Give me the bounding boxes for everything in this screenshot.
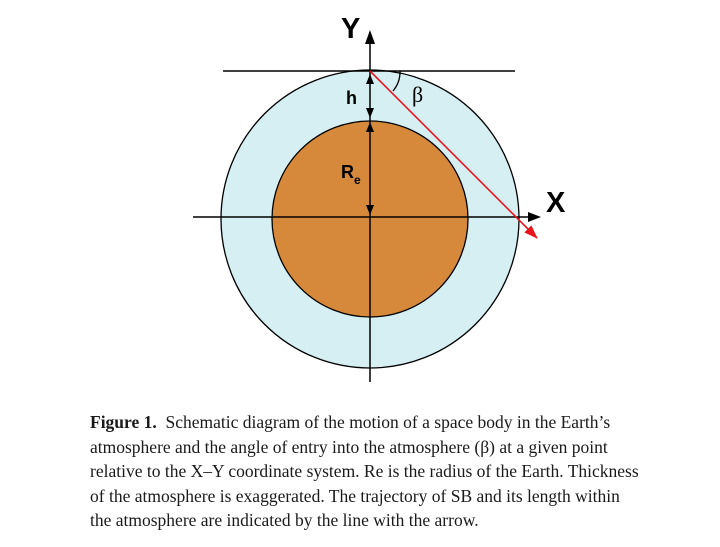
caption-line-2: atmosphere and the angle of entry into t… — [90, 436, 608, 457]
caption-label: Figure 1. — [90, 412, 157, 432]
caption-line-1: Figure 1. Schematic diagram of the motio… — [90, 412, 611, 432]
y-axis-label: Y — [341, 13, 360, 45]
caption-line-5: the atmosphere are indicated by the line… — [90, 510, 479, 530]
caption-line-4: of the atmosphere is exaggerated. The tr… — [90, 485, 620, 506]
beta-angle-arc — [392, 70, 401, 92]
h-arrow-top-head — [366, 74, 374, 84]
re-arrow-top-head — [366, 122, 374, 132]
y-axis-arrowhead — [365, 30, 375, 44]
re-label: Re — [341, 162, 361, 187]
h-arrow-bottom-head — [366, 108, 374, 118]
x-axis-arrowhead — [528, 212, 541, 222]
figure-caption: Figure 1. Schematic diagram of the motio… — [90, 410, 690, 533]
earth-atmosphere-diagram: Y X h Re β — [193, 13, 566, 382]
beta-label: β — [412, 82, 423, 107]
caption-line-3: relative to the X–Y coordinate system. R… — [90, 461, 639, 481]
x-axis-label: X — [546, 187, 566, 219]
trajectory-arrow — [369, 70, 538, 239]
h-label: h — [346, 88, 357, 108]
re-arrow-bottom-head — [366, 205, 374, 215]
